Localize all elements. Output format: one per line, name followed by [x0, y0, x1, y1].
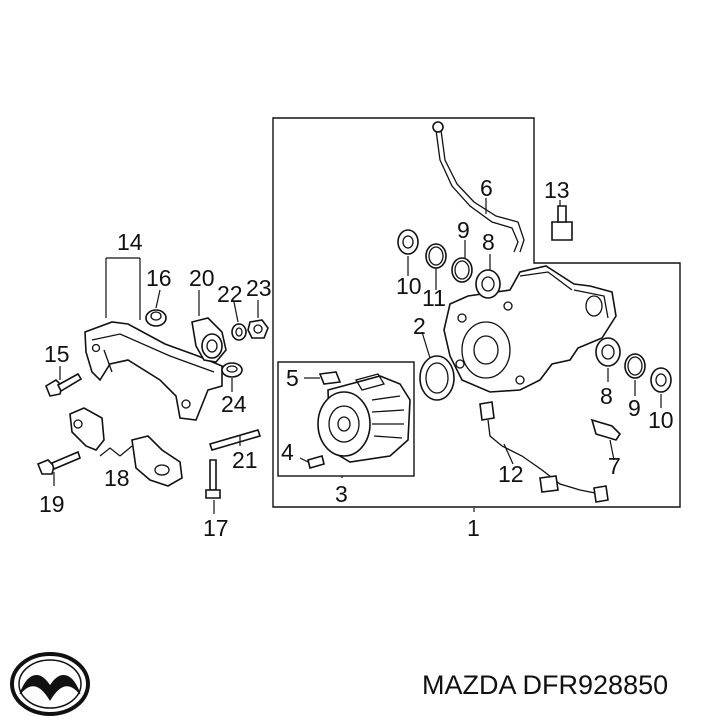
pin-4 [307, 455, 325, 469]
bolt-17 [205, 459, 221, 499]
callout-3: 3 [335, 481, 348, 507]
assembly-frame [272, 117, 681, 508]
o-ring-9-lower [624, 353, 646, 379]
callout-8-lower: 8 [600, 383, 613, 409]
bushing-nut [145, 309, 167, 327]
callout-24: 24 [221, 391, 247, 417]
part-number: DFR928850 [522, 670, 669, 700]
o-ring-9-upper [451, 257, 473, 283]
callout-16: 16 [146, 265, 172, 291]
brand-part-number: MAZDA DFR928850 [422, 670, 668, 701]
temperature-sensor [590, 418, 622, 441]
pressure-sensor [551, 205, 573, 241]
motor [317, 373, 411, 463]
mazda-logo-icon [10, 652, 90, 716]
callout-10-lower: 10 [648, 407, 674, 433]
callout-11: 11 [422, 285, 446, 311]
oil-seal-10-upper [397, 229, 419, 255]
crossmember-bracket [84, 321, 223, 421]
callout-19: 19 [39, 491, 65, 517]
callout-1: 1 [467, 515, 480, 541]
callout-20: 20 [189, 265, 215, 291]
differential-housing [443, 265, 617, 393]
seal-ring [419, 355, 455, 401]
callout-10-upper: 10 [396, 273, 422, 299]
callout-15: 15 [44, 341, 70, 367]
nut [247, 319, 269, 339]
breather-hose [432, 121, 525, 253]
callout-4: 4 [281, 439, 294, 465]
connector-5 [318, 371, 342, 385]
o-ring-11 [425, 243, 447, 269]
callout-8-upper: 8 [482, 229, 495, 255]
callout-18: 18 [104, 465, 130, 491]
callout-5: 5 [286, 365, 299, 391]
bolt-19 [36, 450, 81, 475]
mount-bracket [69, 407, 183, 487]
callout-12: 12 [498, 461, 524, 487]
bearing-8-upper [475, 269, 501, 299]
washer [231, 323, 247, 341]
motor-frame [277, 361, 415, 477]
leader-lines [53, 198, 662, 514]
mount-bushing [191, 317, 227, 363]
stud [208, 429, 262, 451]
callout-23: 23 [246, 275, 272, 301]
bearing-8-lower [595, 337, 621, 367]
brand-name: MAZDA [422, 670, 516, 700]
wiring-harness [479, 401, 609, 503]
callout-2: 2 [413, 313, 426, 339]
callout-22: 22 [217, 281, 243, 307]
callout-6: 6 [480, 175, 493, 201]
callout-9-upper: 9 [457, 217, 470, 243]
callout-17: 17 [203, 515, 229, 541]
callout-7: 7 [608, 453, 621, 479]
cap-nut [221, 362, 243, 378]
callout-13: 13 [544, 177, 570, 203]
callout-9-lower: 9 [628, 395, 641, 421]
oil-seal-10-lower [650, 367, 672, 393]
callout-21: 21 [232, 447, 258, 473]
callout-14: 14 [117, 229, 143, 255]
bolt-15 [45, 372, 83, 397]
